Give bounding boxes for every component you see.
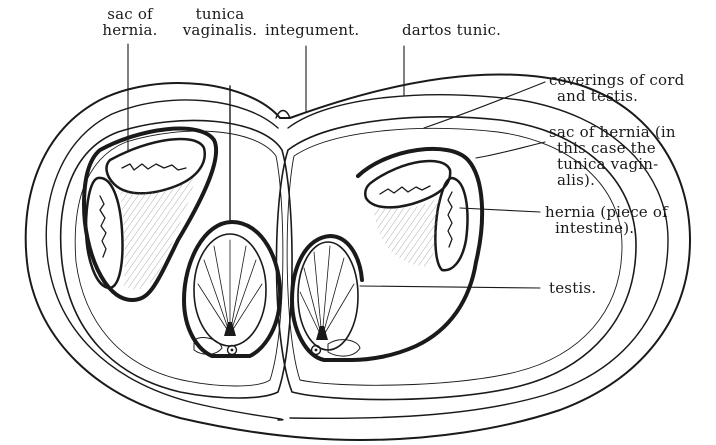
label-hernia-piece-line1: hernia (piece of [545,204,668,220]
label-testis: testis. [549,280,596,296]
leader-hernia-piece [460,208,540,212]
left-testis-septa [198,240,262,334]
label-integument: integument. [265,22,359,38]
leader-coverings [424,82,545,128]
left-mesentery-shading [120,176,196,290]
label-sac-of-hernia-right-line4: alis). [549,172,676,188]
label-hernia-piece-line2: intestine). [545,220,668,236]
label-sac-of-hernia-right-line1: sac of hernia (in [549,124,676,140]
left-intestine-mucosa-top [122,164,186,170]
right-testis [298,242,358,350]
right-intestine-mucosa-side [448,192,452,247]
label-coverings-of-cord-and-testis: coverings of cord and testis. [549,72,684,104]
label-coverings-line2: and testis. [549,88,684,104]
left-compartment-covering [61,120,292,398]
label-coverings-line1: coverings of cord [549,72,684,88]
right-intestine-mucosa-top [380,186,430,194]
leader-testis [360,286,540,288]
label-tunica-vaginalis-line1: tunica [170,6,270,22]
label-sac-of-hernia-right-line3: tunica vagin- [549,156,676,172]
label-tunica-vaginalis: tunica vaginalis. [170,6,270,38]
label-dartos-tunic: dartos tunic. [402,22,501,38]
label-sac-of-hernia-left-line1: sac of [84,6,176,22]
left-hernia-intestine-side [86,178,123,288]
label-sac-of-hernia-left: sac of hernia. [84,6,176,38]
label-sac-of-hernia-left-line2: hernia. [84,22,176,38]
left-intestine-mucosa-side [100,196,106,257]
right-mediastinum [316,326,328,340]
label-hernia-piece-of-intestine: hernia (piece of intestine). [545,204,668,236]
label-sac-of-hernia-right: sac of hernia (in this case the tunica v… [549,124,676,188]
right-vas-lumen [315,349,318,352]
label-tunica-vaginalis-line2: vaginalis. [170,22,270,38]
label-sac-of-hernia-right-line2: this case the [549,140,676,156]
left-mediastinum [224,322,236,336]
left-vas-lumen [231,349,234,352]
right-testis-septa [300,246,354,338]
leader-sac-of-hernia-right [476,142,545,158]
